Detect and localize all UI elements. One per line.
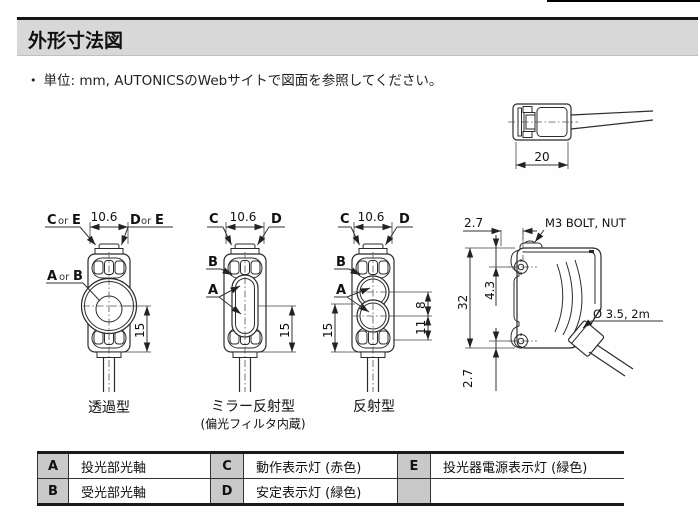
label-or: or <box>141 216 152 227</box>
label-b: B <box>73 269 83 284</box>
label-c: C <box>47 213 57 228</box>
dim-lens-to-bottom: 15 <box>133 323 147 338</box>
dim-width-front: 10.6 <box>91 210 118 224</box>
cable-line <box>570 110 654 116</box>
cable-line <box>588 351 626 377</box>
label-or: or <box>59 272 70 283</box>
through-beam-drawing: 10.6 C or E D or E A or B 15 透過型 <box>45 210 173 416</box>
section-rule <box>17 17 698 20</box>
diffuse-reflective-drawing: 10.6 C D B A 8 11 <box>321 210 432 415</box>
dim-depth-20: 20 <box>534 150 549 164</box>
retroreflective-drawing: 10.6 C D B A 15 ミラー反射型 (偏光フィルタ内蔵) <box>200 210 305 431</box>
cable-line <box>570 119 654 130</box>
label-a: A <box>336 283 346 298</box>
dim-lens-to-bottom: 15 <box>278 323 292 338</box>
dim-edge-offset-bottom: 2.7 <box>461 369 475 388</box>
case-notch <box>589 250 594 253</box>
table-row: B 受光部光軸 D 安定表示灯 (緑色) <box>37 478 624 505</box>
bolt-label: M3 BOLT, NUT <box>545 216 627 230</box>
caption-through-beam: 透過型 <box>88 400 130 416</box>
caption-retroreflective-sub: (偏光フィルタ内蔵) <box>200 416 305 431</box>
label-c: C <box>340 212 350 227</box>
dim-lower-lens: 11 <box>414 320 428 335</box>
dim-lens-to-bottom: 15 <box>321 323 335 338</box>
dim-width-front: 10.6 <box>230 210 257 224</box>
dimension-drawings: 20 10.6 C or E D or E A <box>45 103 663 431</box>
legend-value-e: 投光器電源表示灯 (緑色) <box>430 452 624 479</box>
page-title: 外形寸法図 <box>28 30 124 52</box>
legend-value-b: 受光部光軸 <box>68 478 211 505</box>
label-b: B <box>336 255 346 270</box>
label-e: E <box>155 213 164 228</box>
cable-line <box>596 344 634 370</box>
caption-retroreflective: ミラー反射型 <box>211 399 295 415</box>
bullet-marker: • <box>30 74 37 87</box>
label-a: A <box>208 283 218 298</box>
label-c: C <box>209 212 219 227</box>
legend-key-b: B <box>37 478 69 505</box>
legend-value-a: 投光部光軸 <box>68 452 211 479</box>
label-d: D <box>130 213 141 228</box>
unit-note-text: 単位: mm, AUTONICSのWebサイトで図面を参照してください。 <box>43 73 443 89</box>
label-b: B <box>208 255 218 270</box>
legend-value-empty <box>430 478 624 505</box>
dim-edge-offset-top: 2.7 <box>464 216 483 230</box>
legend-table: A 投光部光軸 C 動作表示灯 (赤色) E 投光器電源表示灯 (緑色) B 受… <box>37 451 624 506</box>
legend-key-e: E <box>397 452 431 479</box>
section-title-bar: 外形寸法図 <box>17 20 698 56</box>
legend-key-a: A <box>37 452 69 479</box>
cable-label: Ø 3.5, 2m <box>593 307 650 321</box>
label-d: D <box>271 212 282 227</box>
dim-width-front: 10.6 <box>358 210 385 224</box>
dim-lens-pitch: 8 <box>414 301 428 309</box>
label-or: or <box>58 216 69 227</box>
label-d: D <box>399 212 410 227</box>
label-a: A <box>47 269 57 284</box>
legend-key-d: D <box>210 478 244 505</box>
caption-reflective: 反射型 <box>353 399 395 415</box>
side-view-drawing: M3 BOLT, NUT Ø 3.5, 2m 32 4.3 2.7 <box>456 216 663 391</box>
label-e: E <box>72 213 81 228</box>
cable-boot <box>567 320 605 357</box>
legend-value-c: 動作表示灯 (赤色) <box>243 452 398 479</box>
side-view-top-drawing: 20 <box>508 103 654 169</box>
top-edge-line <box>547 0 700 2</box>
dim-height: 32 <box>456 295 470 310</box>
legend-key-c: C <box>210 452 244 479</box>
legend-value-d: 安定表示灯 (緑色) <box>243 478 398 505</box>
dim-hole-offset: 4.3 <box>483 281 497 300</box>
table-row: A 投光部光軸 C 動作表示灯 (赤色) E 投光器電源表示灯 (緑色) <box>37 452 624 479</box>
legend-key-empty <box>397 478 431 505</box>
unit-note: • 単位: mm, AUTONICSのWebサイトで図面を参照してください。 <box>30 69 442 89</box>
